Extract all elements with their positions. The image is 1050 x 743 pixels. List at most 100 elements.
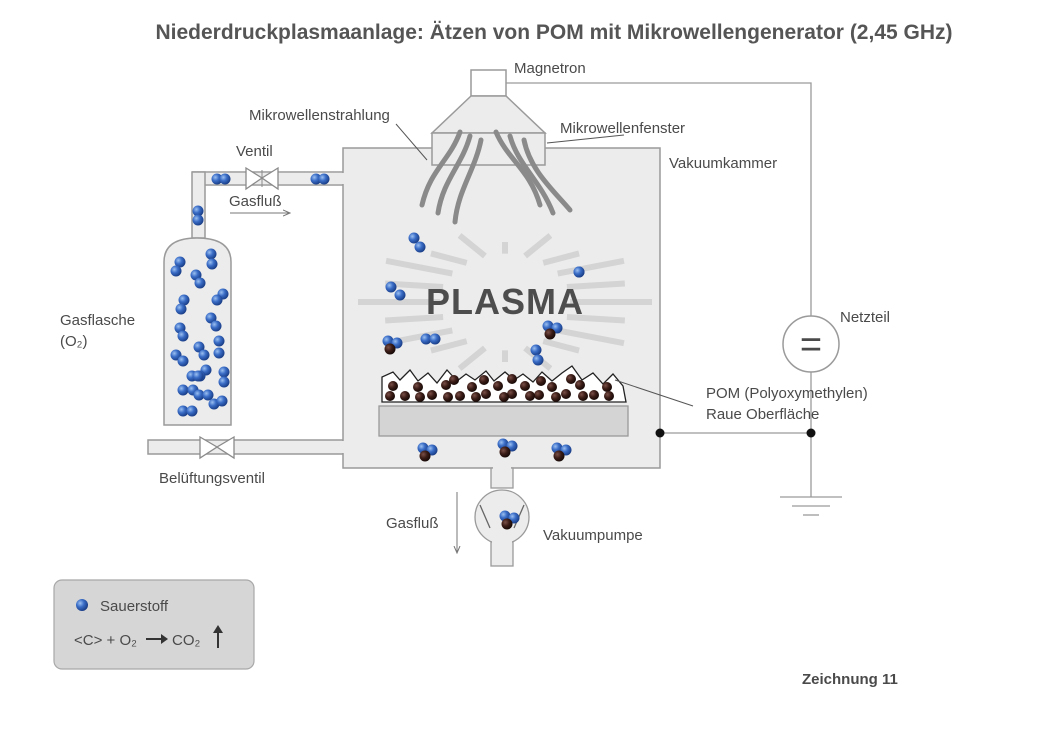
legend-reaction-right: CO₂	[172, 632, 201, 649]
carbon-atom	[575, 380, 585, 390]
oxygen-molecule	[192, 205, 204, 217]
carbon-atom	[520, 381, 530, 391]
carbon-atom	[501, 518, 513, 530]
valve	[245, 166, 279, 191]
sample-holder	[378, 405, 629, 437]
carbon-atom	[499, 392, 509, 402]
oxygen-molecule	[414, 241, 426, 253]
carbon-atom	[525, 391, 535, 401]
carbon-atom	[536, 376, 546, 386]
oxygen-molecule	[205, 312, 217, 324]
carbon-atom	[384, 343, 396, 355]
oxygen-molecule	[170, 265, 182, 277]
oxygen-molecule	[408, 232, 420, 244]
oxygen-molecule	[213, 335, 225, 347]
oxygen-molecule	[211, 173, 223, 185]
oxygen-molecule	[429, 333, 441, 345]
carbon-atom	[507, 389, 517, 399]
carbon-atom	[471, 392, 481, 402]
oxygen-molecule	[177, 405, 189, 417]
oxygen-molecule	[186, 405, 198, 417]
carbon-atom	[551, 392, 561, 402]
carbon-atom	[493, 381, 503, 391]
label-valve: Ventil	[236, 143, 273, 160]
carbon-atom	[534, 390, 544, 400]
waveguide-horn	[430, 95, 547, 134]
gas-flow-arrows	[230, 213, 457, 553]
oxygen-molecule	[218, 366, 230, 378]
drawing-number: Zeichnung 11	[802, 671, 898, 688]
plasma-label: PLASMA	[426, 281, 584, 322]
carbon-atom	[553, 450, 565, 462]
carbon-atom	[507, 374, 517, 384]
oxygen-molecule	[198, 349, 210, 361]
oxygen-molecule	[573, 266, 585, 278]
label-vacuum-pump: Vakuumpumpe	[543, 527, 643, 544]
oxygen-molecule	[206, 258, 218, 270]
carbon-atom	[561, 389, 571, 399]
oxygen-molecule	[177, 384, 189, 396]
carbon-atom	[566, 374, 576, 384]
label-gas-bottle: Gasflasche	[60, 312, 135, 329]
oxygen-molecule	[177, 355, 189, 367]
oxygen-molecule	[194, 277, 206, 289]
carbon-atom	[415, 392, 425, 402]
label-gas-flow-bottom: Gasfluß	[386, 515, 439, 532]
power-supply-symbol: =	[800, 324, 822, 366]
carbon-atom	[479, 375, 489, 385]
carbon-atom	[419, 450, 431, 462]
oxygen-molecule	[218, 376, 230, 388]
oxygen-molecule	[193, 341, 205, 353]
carbon-atom	[413, 382, 423, 392]
label-microwave-window: Mikrowellenfenster	[560, 120, 685, 137]
carbon-atom	[400, 391, 410, 401]
oxygen-molecule	[318, 173, 330, 185]
oxygen-molecule	[216, 395, 228, 407]
carbon-atom	[467, 382, 477, 392]
power-supply	[782, 315, 840, 373]
carbon-atom	[547, 382, 557, 392]
oxygen-molecule	[219, 173, 231, 185]
oxygen-molecule	[177, 330, 189, 342]
oxygen-molecule	[420, 333, 432, 345]
chamber-contact-node	[655, 428, 665, 438]
carbon-atom	[427, 390, 437, 400]
oxygen-molecule	[192, 370, 204, 382]
oxygen-molecule	[310, 173, 322, 185]
oxygen-molecule	[192, 214, 204, 226]
oxygen-molecule	[202, 389, 214, 401]
label-power-supply: Netzteil	[840, 309, 890, 326]
circuit-node	[806, 428, 816, 438]
carbon-atom	[443, 392, 453, 402]
oxygen-molecule	[178, 294, 190, 306]
label-pom: POM (Polyoxymethylen)	[706, 385, 868, 402]
oxygen-molecule	[394, 289, 406, 301]
label-microwave-radiation: Mikrowellenstrahlung	[249, 107, 390, 124]
diagram-title: Niederdruckplasmaanlage: Ätzen von POM m…	[155, 21, 952, 44]
carbon-atom	[499, 446, 511, 458]
carbon-atom	[455, 391, 465, 401]
microwave-waves	[419, 129, 573, 225]
legend-reaction-left: <C> + O₂	[74, 632, 137, 649]
label-rough-surface: Raue Oberfläche	[706, 406, 819, 423]
carbon-atom	[544, 328, 556, 340]
carbon-atom	[441, 380, 451, 390]
gas-bottle	[163, 237, 232, 426]
oxygen-legend-icon	[76, 599, 88, 611]
oxygen-molecule	[205, 248, 217, 260]
oxygen-molecule	[175, 303, 187, 315]
label-vent-valve: Belüftungsventil	[159, 470, 265, 487]
vent-valve	[199, 435, 235, 460]
oxygen-molecule	[385, 281, 397, 293]
oxygen-molecule	[174, 256, 186, 268]
carbon-atom	[602, 382, 612, 392]
carbon-atom	[589, 390, 599, 400]
vent-pipe	[147, 439, 344, 455]
label-vacuum-chamber: Vakuumkammer	[669, 155, 777, 172]
carbon-atom	[578, 391, 588, 401]
oxygen-molecule	[213, 347, 225, 359]
carbon-atom	[388, 381, 398, 391]
leader-lines	[395, 123, 694, 407]
legend-box: Sauerstoff <C> + O₂ CO₂	[53, 579, 255, 670]
